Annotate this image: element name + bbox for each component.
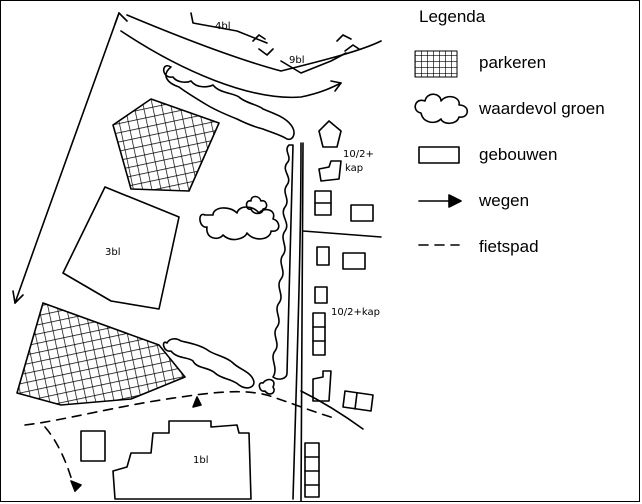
house-mid-a (316, 246, 330, 266)
bike-arrow-up (192, 396, 202, 408)
house-right-upper (350, 204, 374, 222)
bike-path-branch (44, 426, 76, 492)
green-top-strip (162, 65, 295, 141)
label-houses-upper-b: kap (345, 163, 363, 174)
building-3bl (62, 186, 180, 310)
house-lower-right (342, 390, 374, 412)
legend-green-icon (414, 93, 469, 125)
legend-label-roads: wegen (479, 191, 530, 210)
top-building-9bl (280, 52, 347, 74)
label-houses-middle: 10/2+kap (331, 307, 380, 318)
label-3bl: 3bl (105, 247, 121, 258)
green-small-cloud (245, 195, 268, 215)
house-row-mid (312, 312, 326, 356)
road-arrow-top (114, 12, 128, 25)
green-middle-cloud (199, 206, 280, 241)
parking-upper (112, 98, 220, 192)
road-arrow-bottom (12, 290, 24, 304)
house-lower-l (312, 370, 332, 402)
label-4bl: 4bl (215, 21, 231, 32)
bike-arrow-down (70, 480, 82, 492)
green-vertical-strip (272, 144, 294, 380)
top-road-lower (120, 30, 342, 99)
top-road-upper (126, 14, 382, 72)
label-9bl: 9bl (289, 55, 305, 66)
house-pentagon (318, 120, 342, 148)
house-mid-c (314, 286, 328, 304)
cross-street-lower (300, 390, 364, 430)
legend-label-parking: parkeren (479, 53, 547, 72)
vertical-street-right (300, 142, 304, 502)
legend-title: Legenda (419, 7, 486, 26)
legend-label-green: waardevol groen (479, 99, 605, 118)
legend-parking-icon (414, 50, 458, 78)
house-mid-b (342, 252, 366, 270)
vertical-street-left (292, 142, 302, 500)
legend-label-bikepath: fietspad (479, 237, 539, 256)
green-bottom-strip (162, 338, 255, 389)
cross-street-upper (302, 230, 382, 238)
top-road-arrow (330, 80, 342, 92)
left-road (14, 12, 120, 304)
parking-lower (16, 302, 186, 406)
label-houses-upper-a: 10/2+ (343, 149, 374, 160)
building-1bl (112, 420, 252, 500)
building-small-bottom (80, 430, 106, 462)
top-building-4bl (190, 12, 268, 44)
house-row-bottom (304, 442, 320, 498)
bike-path (24, 390, 338, 426)
legend-label-buildings: gebouwen (479, 145, 558, 164)
green-bottom-small (258, 378, 275, 395)
house-stepped (318, 160, 342, 182)
legend-building-icon (418, 146, 460, 164)
label-1bl: 1bl (193, 455, 209, 466)
